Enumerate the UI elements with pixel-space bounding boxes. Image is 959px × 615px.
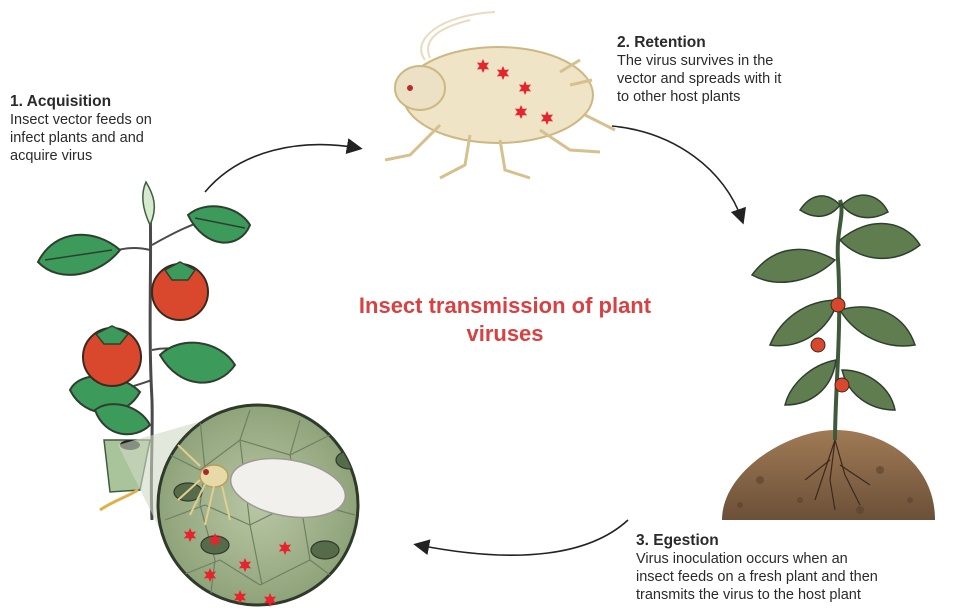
step-acquisition: 1. Acquisition Insect vector feeds on in… [10, 92, 210, 165]
step-egestion-heading: 3. Egestion [636, 531, 959, 550]
step-egestion-text: Virus inoculation occurs when an insect … [636, 550, 959, 604]
cycle-arrow-icon [205, 145, 358, 192]
step-acquisition-heading: 1. Acquisition [10, 92, 210, 111]
step-acquisition-text: Insect vector feeds on infect plants and… [10, 111, 210, 165]
step-egestion: 3. Egestion Virus inoculation occurs whe… [636, 531, 959, 604]
whitefly-leaf-magnifier-icon [158, 405, 364, 605]
cycle-arrow-icon [418, 520, 628, 555]
healthy-plant-icon [722, 195, 935, 520]
aphid-icon [385, 12, 615, 178]
cycle-arrow-icon [612, 126, 742, 220]
step-retention-heading: 2. Retention [617, 33, 857, 52]
step-retention: 2. Retention The virus survives in the v… [617, 33, 857, 106]
step-retention-text: The virus survives in the vector and spr… [617, 52, 857, 106]
diagram-title: Insect transmission of plant viruses [315, 292, 695, 348]
